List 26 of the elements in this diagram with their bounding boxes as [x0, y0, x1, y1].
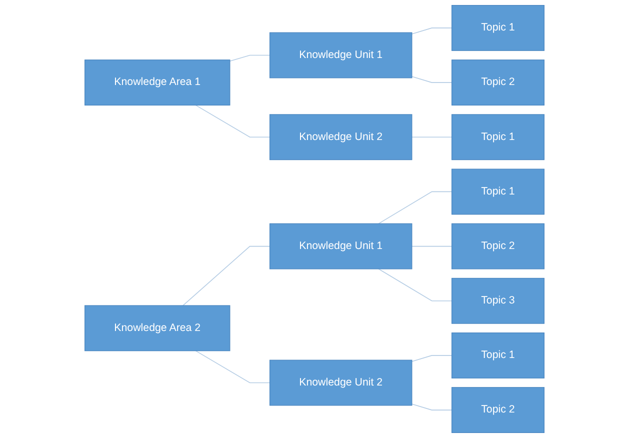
- node-box: Topic 2: [451, 60, 544, 106]
- connector: [411, 246, 452, 247]
- connector: [195, 350, 270, 384]
- connector: [378, 191, 452, 224]
- connector: [182, 246, 270, 306]
- node-box: Knowledge Unit 2: [269, 114, 412, 160]
- node-box: Knowledge Area 2: [84, 305, 230, 352]
- node-box: Knowledge Unit 2: [269, 360, 412, 406]
- node-box: Knowledge Unit 1: [269, 32, 412, 78]
- node-box: Topic 2: [451, 387, 544, 433]
- node-box: Knowledge Unit 1: [269, 223, 412, 270]
- connector: [411, 136, 452, 138]
- node-box: Topic 1: [451, 168, 544, 215]
- connector: [378, 268, 452, 302]
- node-box: Topic 1: [451, 114, 544, 160]
- connector: [411, 355, 452, 362]
- node-box: Knowledge Area 1: [84, 60, 230, 106]
- connector: [411, 28, 452, 34]
- node-box: Topic 3: [451, 278, 544, 324]
- connector: [195, 104, 270, 138]
- node-box: Topic 1: [451, 5, 544, 51]
- node-box: Topic 1: [451, 332, 544, 378]
- connector: [229, 54, 270, 62]
- node-box: Topic 2: [451, 223, 544, 270]
- connector: [411, 76, 452, 83]
- connector: [411, 404, 452, 410]
